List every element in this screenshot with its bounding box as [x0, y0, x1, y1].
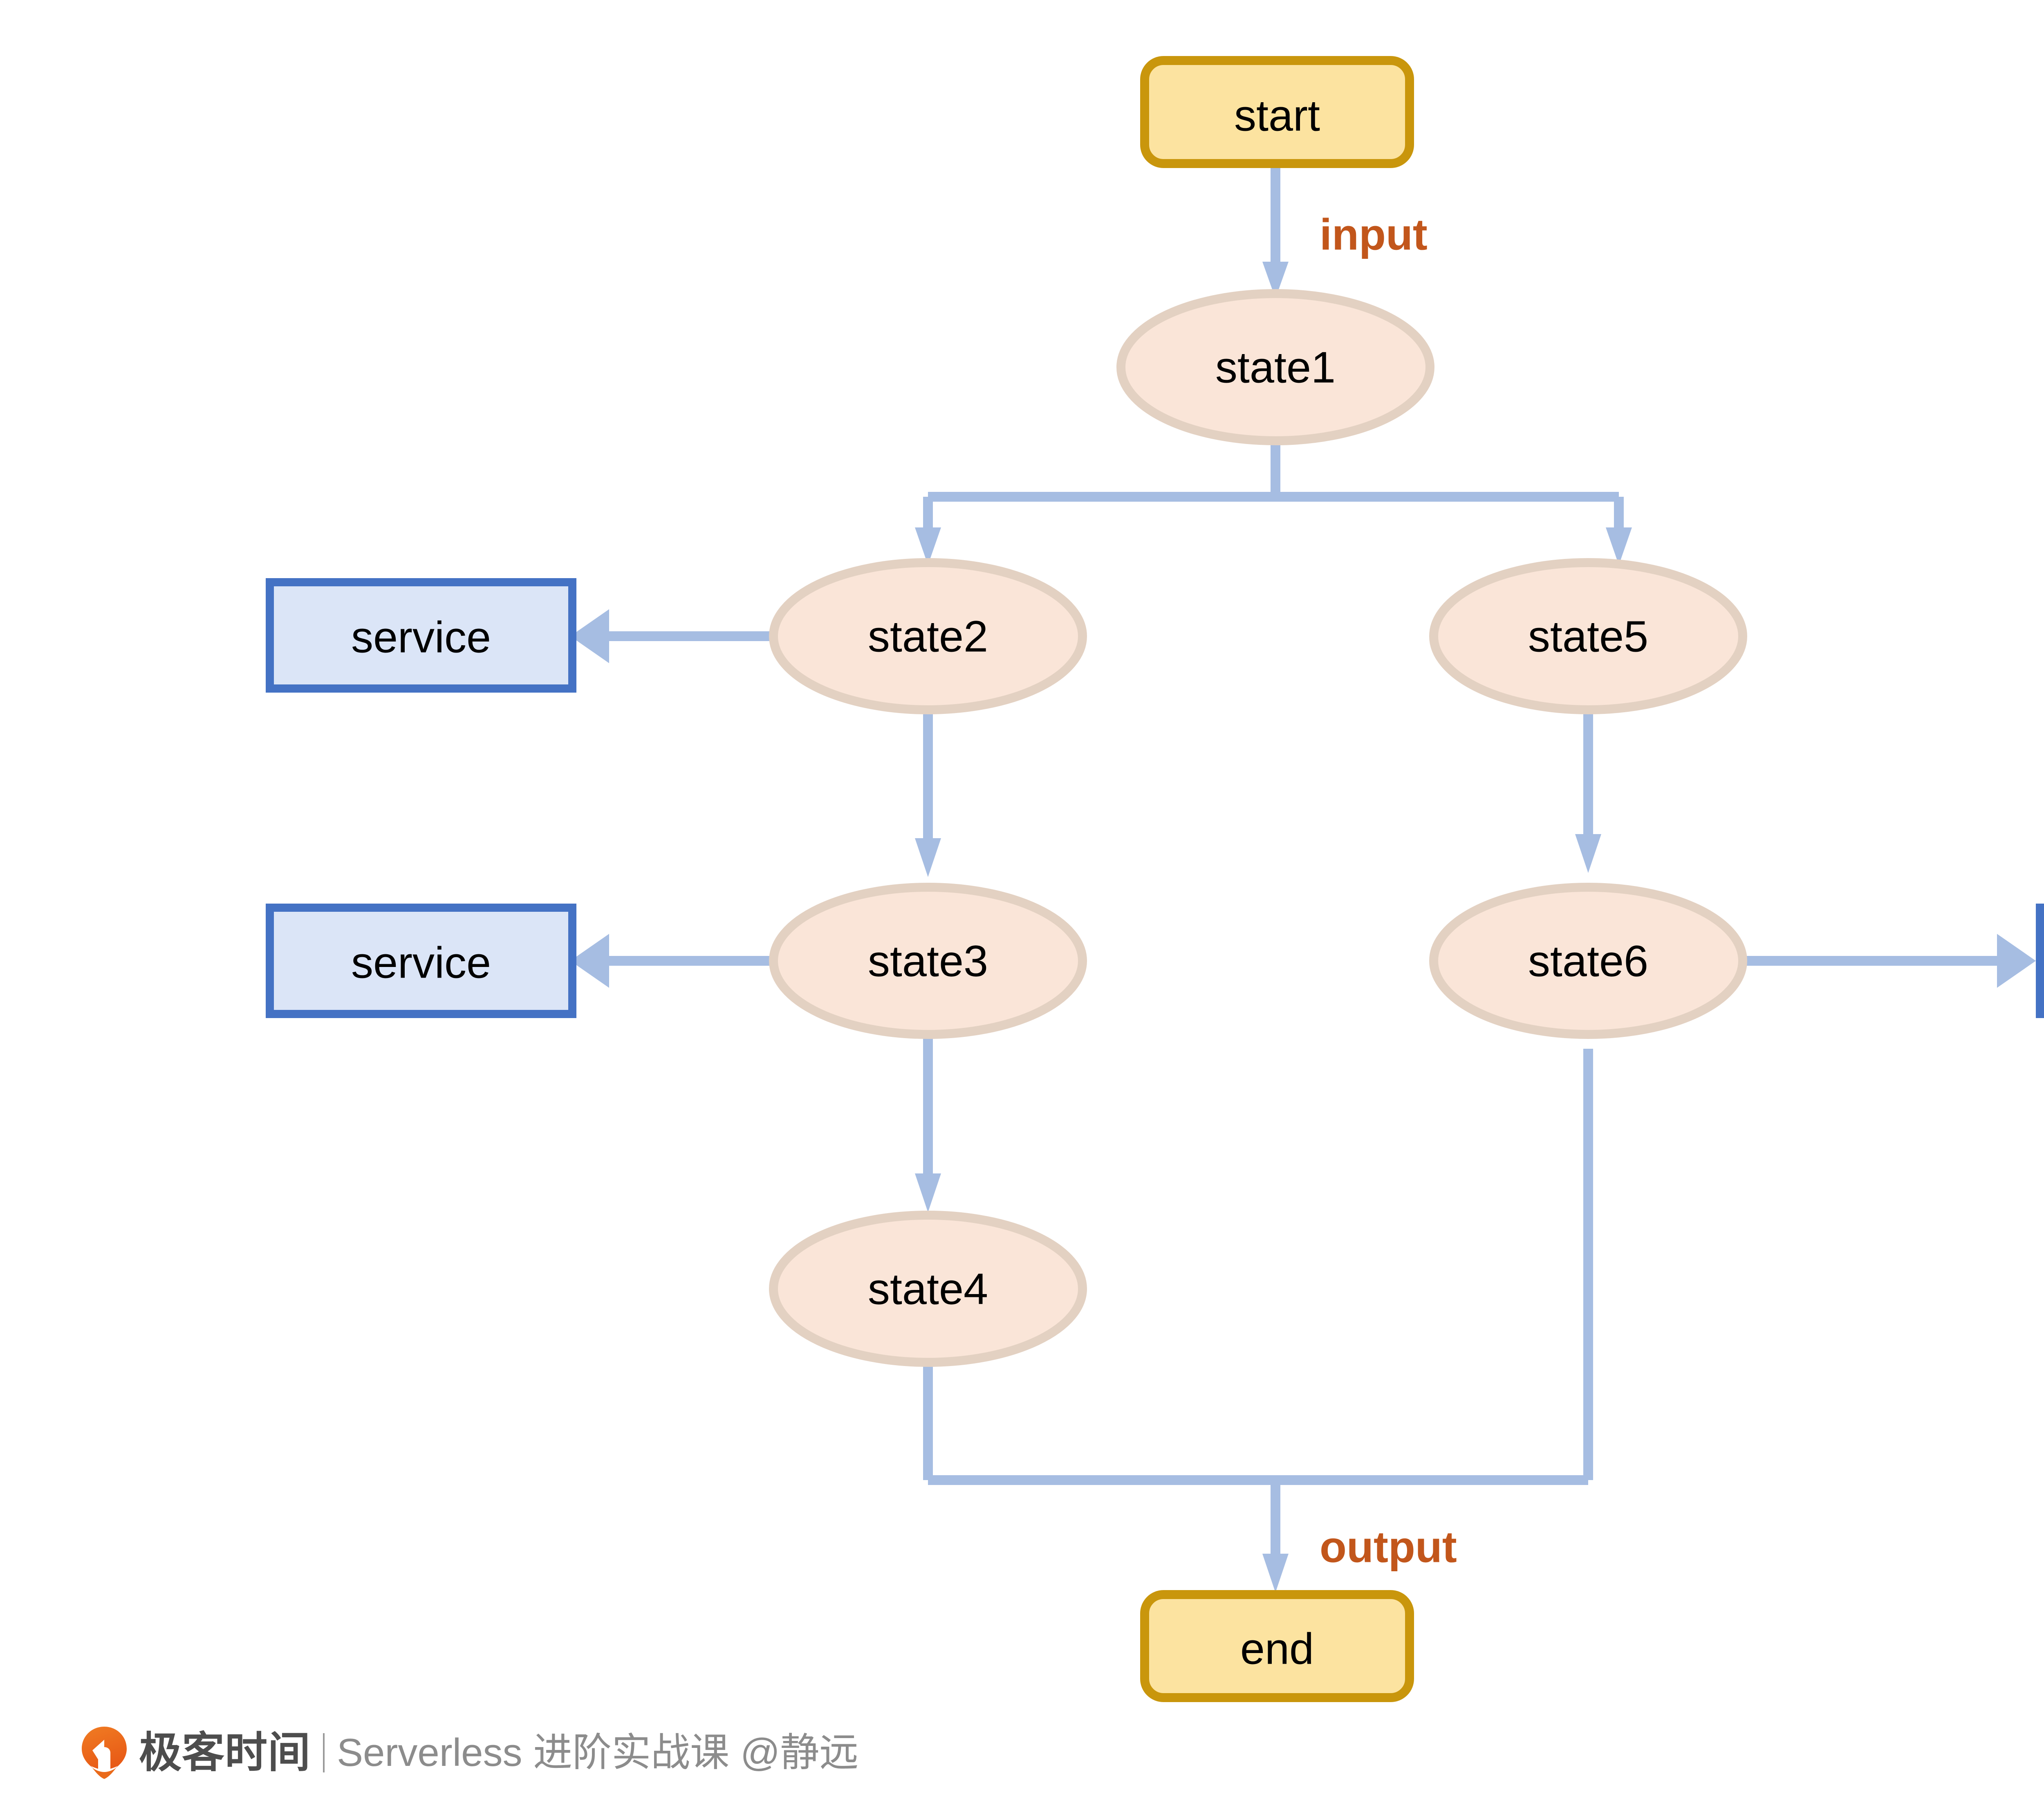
- service-2-label: service: [351, 938, 491, 987]
- edge-state3-service2: [570, 934, 789, 988]
- state4-label: state4: [868, 1264, 988, 1314]
- start-shape[interactable]: [1140, 56, 1414, 168]
- state3-shape[interactable]: [769, 883, 1087, 1039]
- state5-shape[interactable]: [1429, 558, 1747, 714]
- edge-state1-split: [928, 440, 1619, 502]
- edge-label-output: output: [1320, 1522, 1457, 1572]
- edge-state6-service3: [1727, 934, 2036, 988]
- footer-divider: [323, 1733, 325, 1772]
- edge-label-input: input: [1320, 210, 1428, 259]
- edge-state3-state4: [915, 1034, 941, 1212]
- node-state1[interactable]: state1: [1116, 289, 1434, 445]
- state2-shape[interactable]: [769, 558, 1087, 714]
- state6-shape[interactable]: [1429, 883, 1747, 1039]
- edge-state1-state5: [1606, 497, 1632, 565]
- service-1-shape[interactable]: [266, 578, 576, 693]
- start-label: start: [1234, 91, 1320, 140]
- state1-shape[interactable]: [1116, 289, 1434, 445]
- node-state3[interactable]: state3: [769, 883, 1087, 1039]
- edge-state2-service1: [570, 609, 789, 663]
- footer-brand: 极客时间: [139, 1729, 311, 1777]
- state3-label: state3: [868, 936, 988, 986]
- node-state6[interactable]: state6: [1429, 883, 1747, 1039]
- edge-state2-state3: [915, 707, 941, 877]
- state2-label: state2: [868, 612, 988, 661]
- state4-shape[interactable]: [769, 1211, 1087, 1367]
- node-state2[interactable]: state2: [769, 558, 1087, 714]
- state5-label: state5: [1528, 612, 1648, 661]
- node-start[interactable]: start: [1140, 56, 1414, 168]
- service-3-shape[interactable]: [2036, 904, 2044, 1018]
- connector-layer: [570, 160, 2036, 1593]
- node-service-3[interactable]: service: [2036, 904, 2044, 1018]
- geekbang-logo-icon: [80, 1726, 128, 1780]
- edge-state5-state6: [1575, 707, 1601, 873]
- end-label: end: [1240, 1624, 1314, 1673]
- end-shape[interactable]: [1140, 1590, 1414, 1702]
- edge-start-state1: [1262, 160, 1289, 298]
- footer-subtitle: Serverless 进阶实战课 @静远: [337, 1731, 859, 1774]
- node-service-2[interactable]: service: [266, 904, 576, 1018]
- edge-state1-state2: [915, 497, 941, 565]
- service-2-shape[interactable]: [266, 904, 576, 1018]
- service-1-label: service: [351, 612, 491, 662]
- node-service-1[interactable]: service: [266, 578, 576, 693]
- state6-label: state6: [1528, 936, 1648, 986]
- state1-label: state1: [1215, 343, 1336, 392]
- node-end[interactable]: end: [1140, 1590, 1414, 1702]
- node-state4[interactable]: state4: [769, 1211, 1087, 1367]
- footer-watermark: 极客时间 Serverless 进阶实战课 @静远: [80, 1722, 858, 1783]
- node-state5[interactable]: state5: [1429, 558, 1747, 714]
